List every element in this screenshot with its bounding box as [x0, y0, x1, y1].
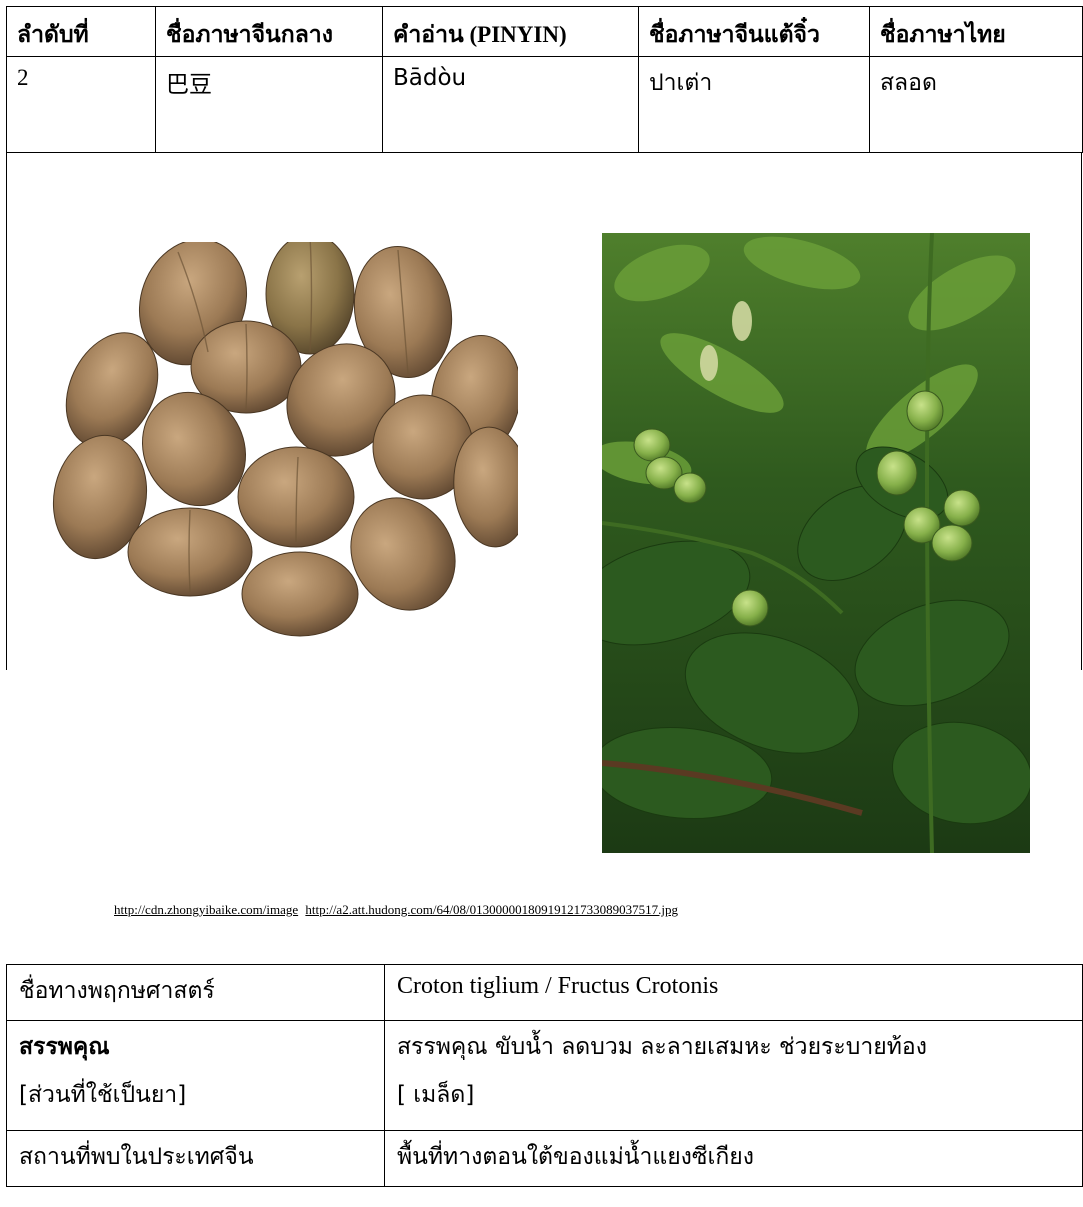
header-teochew-name: ชื่อภาษาจีนแต้จิ๋ว — [638, 6, 870, 57]
herb-header-table: ลำดับที่ ชื่อภาษาจีนกลาง คำอ่าน (PINYIN)… — [6, 6, 1083, 153]
plant-image-link[interactable]: http://a2.att.hudong.com/64/08/013000001… — [305, 902, 679, 917]
cell-teochew-name: ปาเต่า — [638, 56, 870, 153]
part-used-value: [ เมล็ด] — [397, 1082, 475, 1108]
cell-pinyin: Bādòu — [382, 56, 639, 153]
header-pinyin: คำอ่าน (PINYIN) — [382, 6, 639, 57]
seeds-image-link[interactable]: http://cdn.zhongyibaike.com/image — [114, 902, 299, 917]
header-chinese-name: ชื่อภาษาจีนกลาง — [155, 6, 383, 57]
croton-seeds-photo-icon — [52, 242, 518, 637]
croton-plant-photo-icon — [602, 233, 1030, 853]
property-label-cell: สรรพคุณ [ส่วนที่ใช้เป็นยา] — [6, 1020, 385, 1131]
part-used-label: [ส่วนที่ใช้เป็นยา] — [19, 1082, 187, 1108]
scientific-name-label: ชื่อทางพฤกษศาสตร์ — [6, 964, 385, 1021]
cell-chinese-name: 巴豆 — [155, 56, 383, 153]
header-thai-name: ชื่อภาษาไทย — [869, 6, 1083, 57]
property-value-cell: สรรพคุณ ขับน้ำ ลดบวม ละลายเสมหะ ช่วยระบา… — [384, 1020, 1083, 1131]
location-value: พื้นที่ทางตอนใต้ของแม่น้ำแยงซีเกียง — [384, 1130, 1083, 1187]
herb-details-table: ชื่อทางพฤกษศาสตร์ Croton tiglium / Fruct… — [6, 964, 1083, 1187]
image-source-links: http://cdn.zhongyibaike.com/image http:/… — [114, 902, 678, 918]
cell-thai-name: สลอด — [869, 56, 1083, 153]
document-page: ลำดับที่ ชื่อภาษาจีนกลาง คำอ่าน (PINYIN)… — [6, 6, 1083, 1204]
property-value: สรรพคุณ ขับน้ำ ลดบวม ละลายเสมหะ ช่วยระบา… — [397, 1034, 927, 1060]
scientific-name-value: Croton tiglium / Fructus Crotonis — [384, 964, 1083, 1021]
header-number: ลำดับที่ — [6, 6, 156, 57]
property-label: สรรพคุณ — [19, 1034, 110, 1060]
image-area — [6, 152, 1082, 670]
cell-number: 2 — [6, 56, 156, 153]
location-label: สถานที่พบในประเทศจีน — [6, 1130, 385, 1187]
